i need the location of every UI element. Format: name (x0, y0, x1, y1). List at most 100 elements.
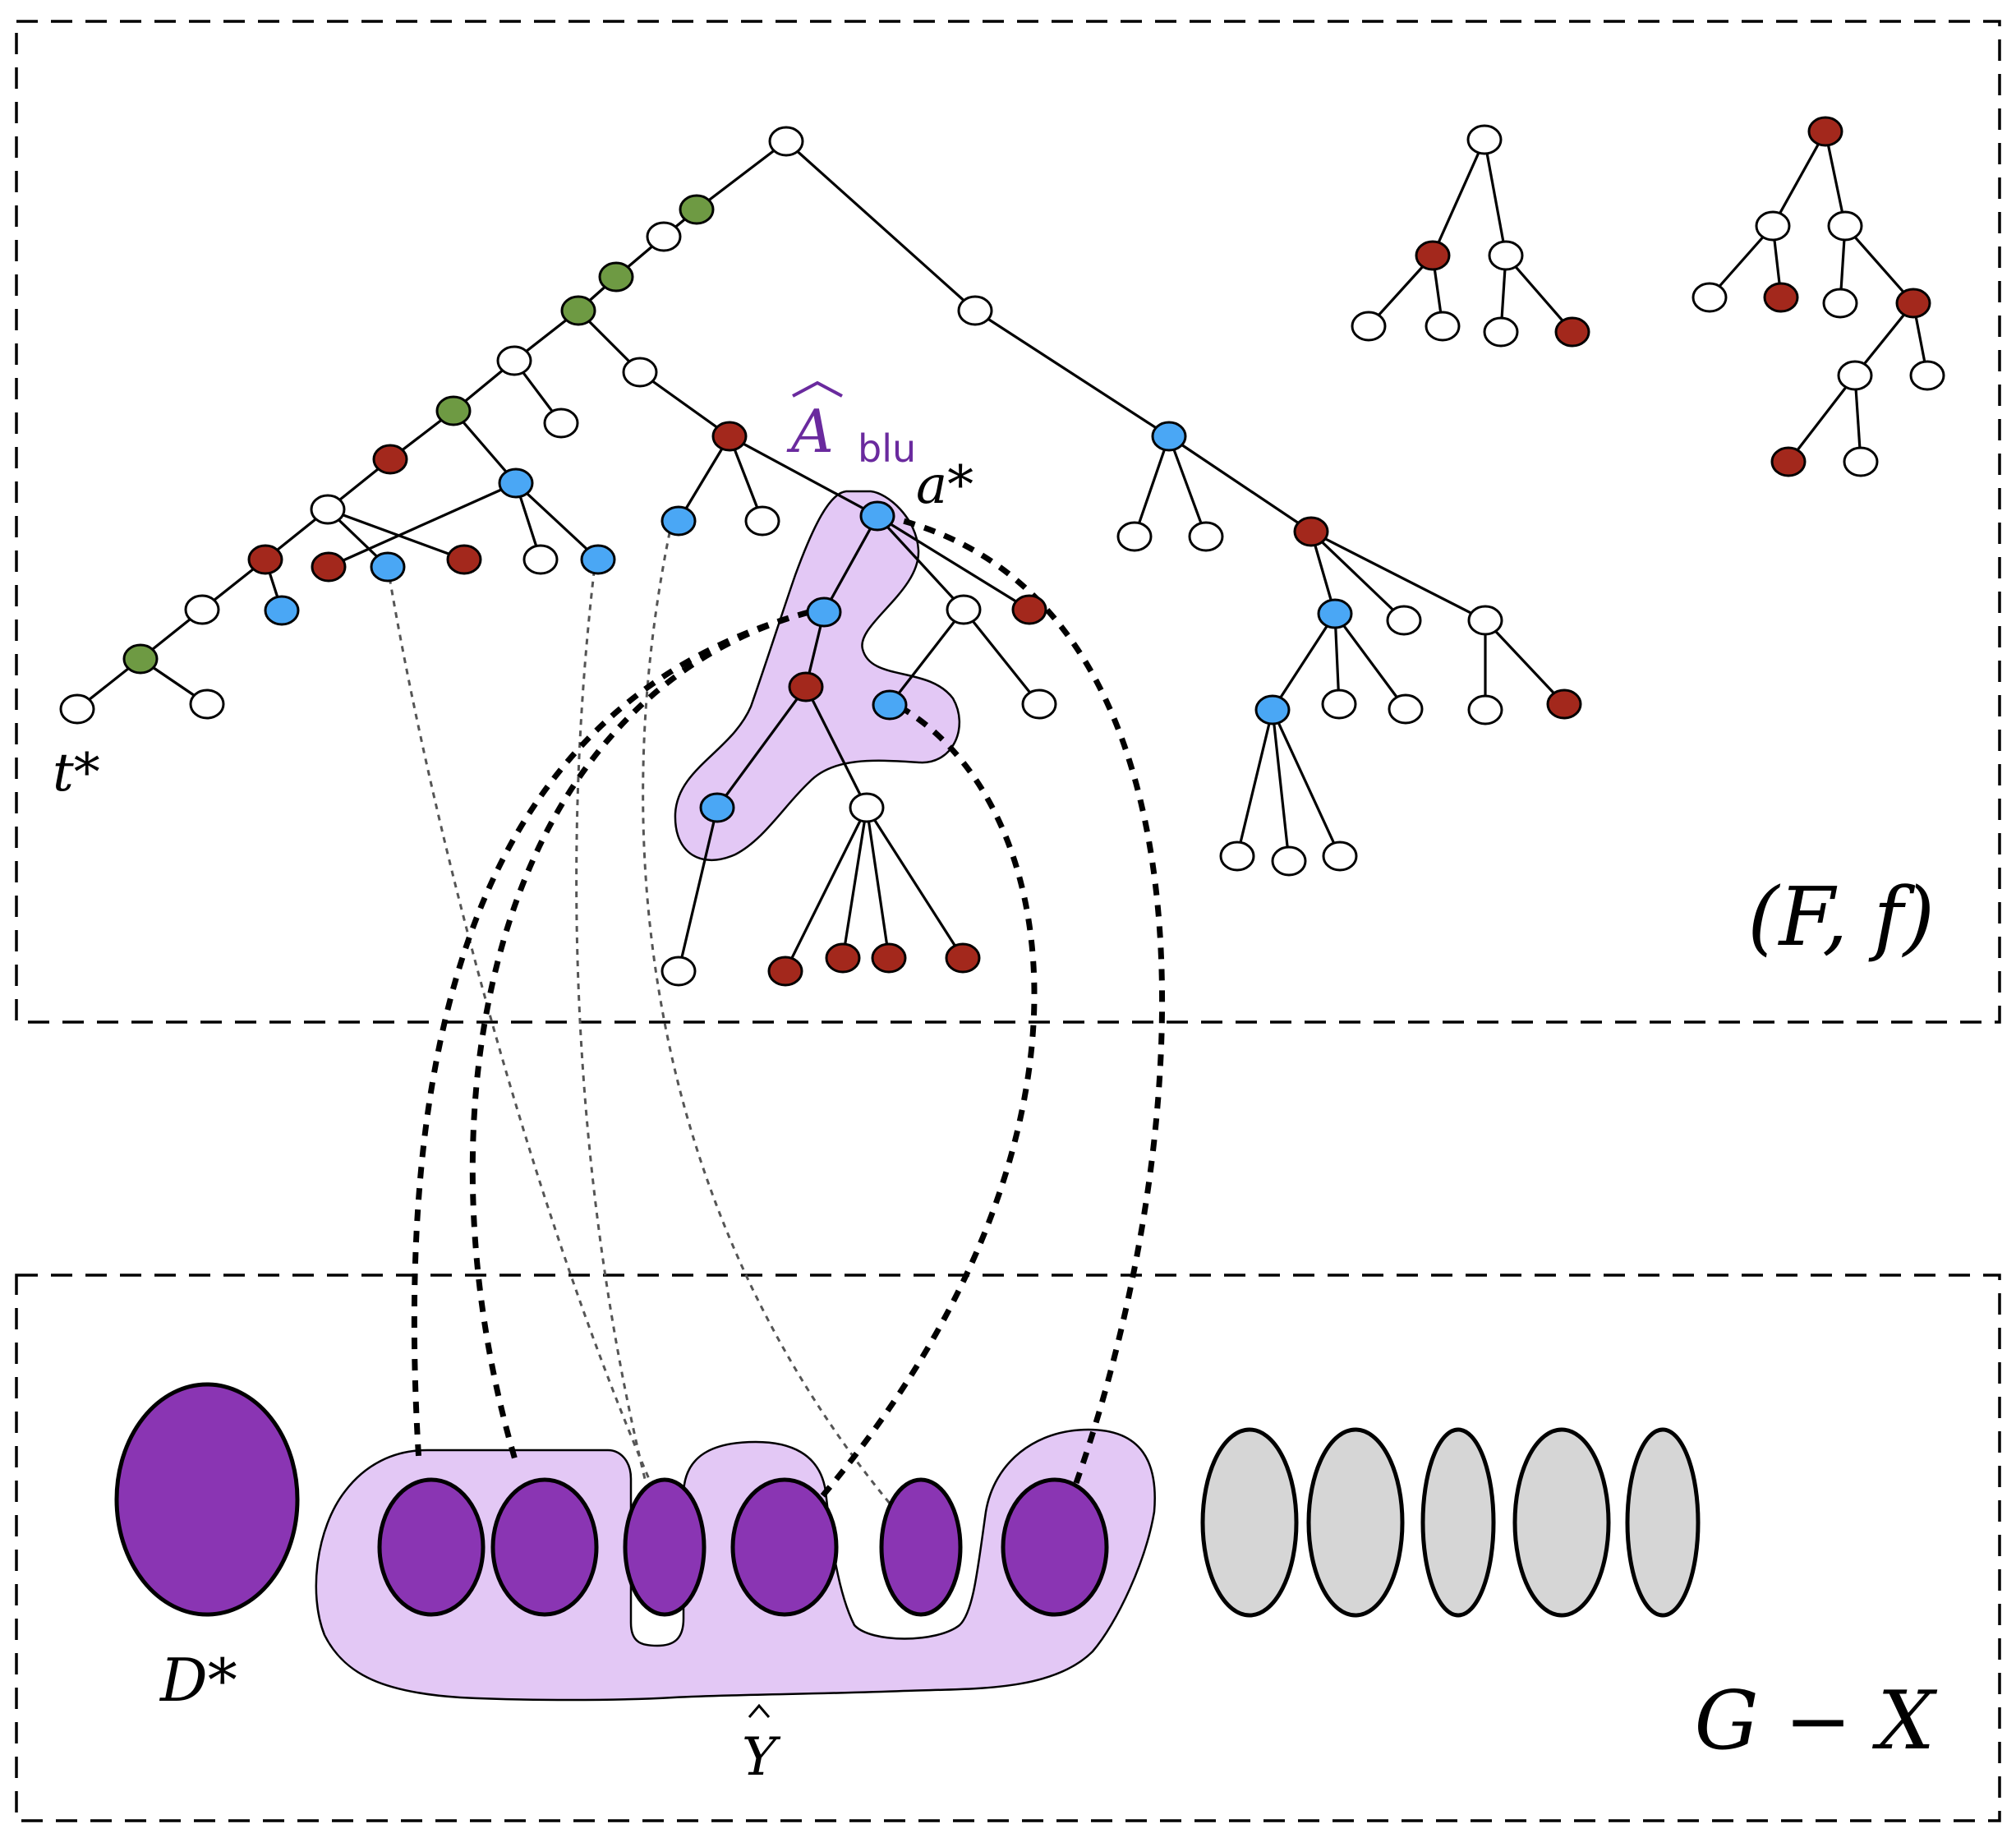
a-hat-blu-label: A blu (786, 380, 916, 471)
tree-edge (696, 140, 787, 211)
white-tree-node (1021, 689, 1057, 720)
white-tree-node (1909, 360, 1945, 391)
thick-connection-3 (815, 703, 1038, 1504)
tree-edge (328, 481, 517, 569)
red-tree-node (945, 942, 981, 974)
green-tree-node (560, 295, 596, 326)
component-gray-3 (1420, 1427, 1496, 1618)
tree-edge (729, 435, 878, 518)
component-y-5 (879, 1477, 963, 1617)
component-gray-1 (1200, 1427, 1299, 1618)
white-tree-node (310, 494, 346, 525)
white-tree-node (1827, 210, 1863, 242)
white-tree-node (1843, 446, 1879, 477)
blue-tree-node (806, 596, 842, 628)
tree-edge (639, 371, 730, 438)
a-hat-subscript: blu (858, 426, 916, 471)
white-tree-node (1219, 841, 1255, 872)
white-tree-node (849, 792, 885, 823)
thick-connection-2 (469, 609, 810, 1463)
forest-panel-frame (15, 20, 2001, 1024)
white-tree-node (1388, 693, 1424, 725)
component-y-3 (623, 1477, 707, 1617)
red-tree-node (311, 551, 347, 583)
tree-edge (1309, 530, 1406, 622)
white-tree-node (646, 221, 682, 252)
blue-tree-node (1317, 598, 1353, 629)
white-tree-node (1822, 288, 1858, 319)
blue-tree-node (1151, 421, 1187, 452)
tree-edge (1824, 131, 1847, 227)
red-tree-node (1554, 316, 1590, 348)
tree-edge (865, 807, 964, 959)
red-tree-node (372, 444, 408, 475)
white-tree-node (1351, 311, 1387, 342)
tree-nodes (59, 116, 1945, 987)
red-tree-node (446, 544, 482, 575)
white-tree-node (1483, 316, 1519, 348)
tree-edge (1271, 709, 1291, 862)
blue-tree-node (660, 505, 697, 537)
white-tree-node (1488, 240, 1524, 271)
green-tree-node (598, 261, 634, 292)
tree-edge (962, 609, 1041, 705)
component-gray-5 (1625, 1427, 1701, 1618)
white-tree-node (1188, 521, 1224, 552)
tree-edge (804, 686, 868, 808)
blue-tree-node (264, 595, 300, 626)
white-tree-node (184, 594, 220, 625)
thick-connection-4 (882, 513, 1165, 1485)
red-tree-node (871, 942, 907, 974)
red-tree-node (1293, 516, 1329, 547)
forest-label: (F, f) (1747, 871, 1935, 965)
tree-edge (1167, 435, 1208, 537)
blue-tree-node (699, 792, 735, 823)
white-tree-node (660, 956, 697, 987)
white-tree-node (946, 594, 982, 625)
thin-connection-2 (575, 558, 647, 1480)
tree-edge (1483, 139, 1507, 256)
white-tree-node (1322, 841, 1358, 872)
white-tree-node (1755, 210, 1791, 242)
white-tree-node (1466, 124, 1503, 155)
component-y-2 (490, 1477, 599, 1617)
white-tree-node (744, 505, 780, 537)
tree-edge (876, 514, 965, 611)
y-hat-accent (748, 1703, 771, 1718)
red-tree-node (1415, 240, 1451, 271)
white-tree-node (496, 345, 532, 376)
component-y-1 (377, 1477, 486, 1617)
red-tree-node (711, 421, 748, 452)
red-tree-node (1770, 446, 1807, 477)
tree-edge (865, 807, 891, 959)
white-tree-node (768, 126, 804, 157)
white-tree-node (522, 544, 559, 575)
blue-tree-node (872, 689, 908, 721)
components (114, 1382, 1701, 1618)
component-gray-4 (1512, 1427, 1611, 1618)
tree-edge (1771, 131, 1827, 227)
tree-edge (1431, 139, 1486, 256)
green-tree-node (435, 395, 472, 426)
red-tree-node (247, 544, 283, 575)
tree-edge (888, 609, 965, 706)
tree-edge (1484, 619, 1566, 706)
tree-edge (974, 309, 1170, 438)
component-y-4 (730, 1477, 839, 1617)
tree-edge (1504, 254, 1574, 334)
white-tree-node (189, 689, 225, 720)
tree-edge (841, 807, 868, 959)
a-hat-letter: A (786, 397, 834, 466)
tree-edge (1133, 435, 1171, 537)
red-tree-node (825, 942, 861, 974)
red-tree-node (1763, 282, 1799, 313)
white-tree-node (1837, 360, 1873, 391)
component-y-6 (1001, 1477, 1109, 1617)
blue-tree-node (859, 500, 895, 532)
tree-edge (1236, 709, 1274, 857)
tree-edge (1333, 613, 1407, 710)
white-tree-node (1467, 694, 1503, 725)
white-tree-node (1116, 521, 1153, 552)
red-tree-node (1546, 689, 1582, 720)
green-tree-node (122, 643, 159, 675)
